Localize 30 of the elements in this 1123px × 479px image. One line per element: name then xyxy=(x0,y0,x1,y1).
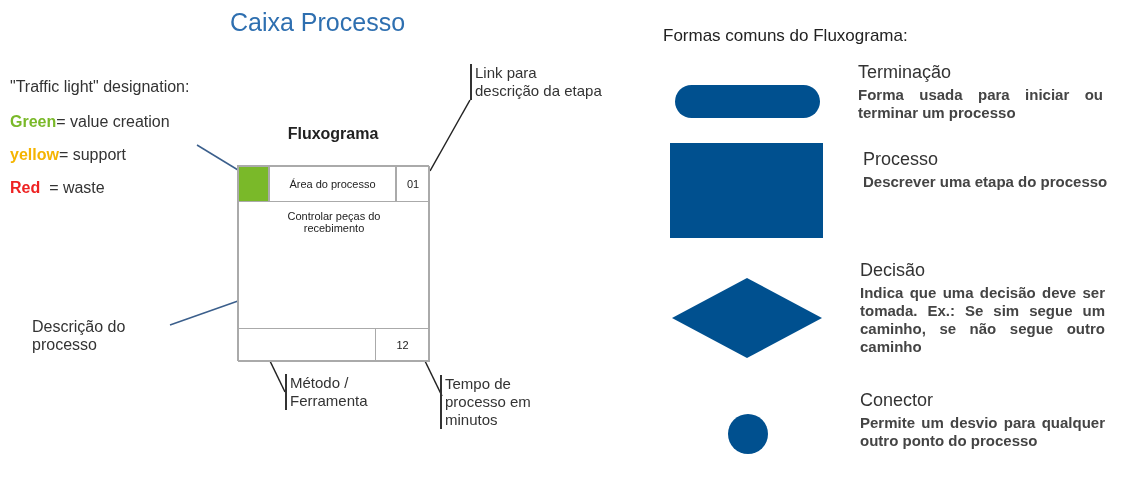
annotation-text: Tempo de processo em minutos xyxy=(440,375,575,429)
leader-line xyxy=(429,99,471,172)
number-cell: 01 xyxy=(396,166,430,202)
shape-description: Permite um desvio para qualquer outro ponto do processo xyxy=(860,414,1105,450)
color-status-cell xyxy=(238,166,269,202)
shape-description: Forma usada para iniciar ou terminar um processo xyxy=(858,86,1103,122)
number-cell: 12 xyxy=(375,328,430,362)
legend-entry: Red = waste xyxy=(10,179,106,197)
leader-line xyxy=(269,360,286,393)
shape-description: Indica que uma decisão deve ser tomada. Ex.: Se sim segue um caminho, se não segue outro caminho xyxy=(860,284,1105,356)
legend-entry: Green= value creation xyxy=(10,113,171,131)
description-cell: Controlar peças do recebimento xyxy=(238,201,430,329)
annotation-text: Link para descrição da etapa xyxy=(470,64,605,100)
tool-cell xyxy=(238,328,376,362)
title: Caixa Processo xyxy=(230,8,406,37)
annotation-text: Descrição do processo xyxy=(32,318,172,354)
shape-title: Conector xyxy=(860,390,934,411)
annotation-text: Método / Ferramenta xyxy=(285,374,410,410)
card-heading: Fluxograma xyxy=(286,125,380,143)
legend-entry: yellow= support xyxy=(10,146,128,164)
leader-line xyxy=(169,300,239,326)
shape-description: Descrever uma etapa do processo xyxy=(863,173,1108,191)
shape-title: Terminação xyxy=(858,62,952,83)
section-heading: Formas comuns do Fluxograma: xyxy=(663,26,908,46)
area-cell: Área do processo xyxy=(269,166,396,202)
leader-line xyxy=(196,144,239,171)
shape-title: Processo xyxy=(863,149,939,170)
shape-title: Decisão xyxy=(860,260,926,281)
leader-line xyxy=(424,360,443,397)
legend-heading: "Traffic light" designation: xyxy=(10,78,191,96)
